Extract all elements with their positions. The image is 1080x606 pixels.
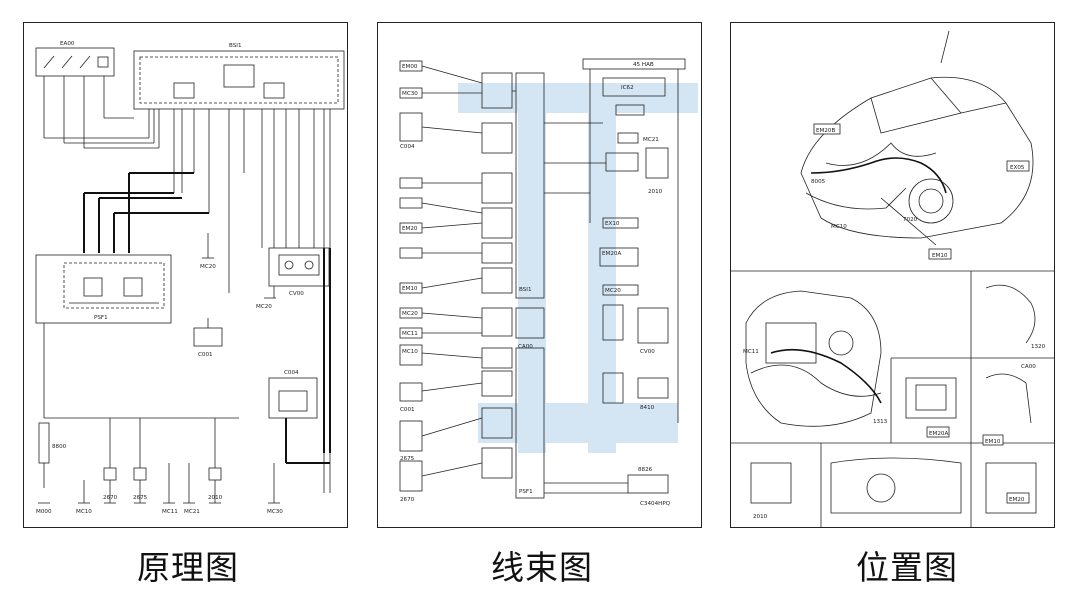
label-mc20-a: MC20 [200,264,216,270]
location-diagram: EM20B EX05 EM10 MC10 8005 7020 MC11 EM10… [731,30,1054,527]
caption-location: 位置图 [856,548,958,587]
harness-diagram: 45 HAB IC62 MC21 2010 BSI1 CV00 CA00 841… [399,58,698,507]
watermark-logo [458,83,698,453]
label-8410: 8410 [640,405,655,411]
label-mc10: MC10 [831,224,847,230]
label-2670: 2670 [103,495,118,501]
label-ea00: EA00 [60,41,75,47]
label-mc10: MC10 [402,349,418,355]
label-bsi1: BSI1 [229,43,242,49]
label-2670: 2670 [400,497,415,503]
harness-panel: 45 HAB IC62 MC21 2010 BSI1 CV00 CA00 841… [377,22,702,528]
schematic-panel: EA00 BSI1 PSF1 C001 CV00 C004 8800 M000 … [23,22,348,528]
label-mc30: MC30 [402,91,418,97]
label-psf1: PSF1 [519,489,533,495]
label-45hab: 45 HAB [633,62,654,68]
label-mc20-b: MC20 [605,288,621,294]
label-em20a: EM20A [602,251,621,257]
label-8800: 8800 [52,444,67,450]
label-m000: M000 [36,509,52,515]
label-em20: EM20 [402,226,418,232]
label-mc30: MC30 [267,509,283,515]
label-2675: 2675 [133,495,148,501]
label-ca00: CA00 [1021,364,1036,370]
label-1320: 1320 [1031,344,1046,350]
label-ex05: EX05 [1010,165,1025,171]
label-ic62: IC62 [621,85,634,91]
label-mc21: MC21 [184,509,200,515]
label-c001: C001 [400,407,415,413]
label-mc20-b: MC20 [256,304,272,310]
label-c001: C001 [198,352,213,358]
label-em10: EM10 [402,286,418,292]
label-8005: 8005 [811,179,826,185]
label-c004: C004 [400,144,415,150]
label-8826: 8826 [638,467,653,473]
location-panel: EM20B EX05 EM10 MC10 8005 7020 MC11 EM10… [730,22,1055,528]
label-em20b: EM20B [816,128,835,134]
label-ex10: EX10 [605,221,620,227]
label-bsi1: BSI1 [519,287,532,293]
label-cv00: CV00 [640,349,655,355]
label-ca00: CA00 [518,344,533,350]
caption-harness: 线束图 [491,548,593,587]
label-2010: 2010 [753,514,768,520]
label-ref: C3404HPQ [640,501,671,507]
schematic-diagram: EA00 BSI1 PSF1 C001 CV00 C004 8800 M000 … [35,41,345,515]
label-cv00: CV00 [289,291,304,297]
label-2010: 2010 [648,189,663,195]
label-em00: EM00 [402,64,418,70]
label-em10: EM10 [932,253,948,259]
caption-schematic: 原理图 [137,548,239,587]
label-1313: 1313 [873,419,888,425]
label-mc20: MC20 [402,311,418,317]
label-psf1: PSF1 [94,315,108,321]
label-em20: EM20 [1009,497,1025,503]
label-em10-b: EM10 [985,439,1001,445]
label-7020: 7020 [903,217,918,223]
label-mc11: MC11 [743,349,759,355]
label-2010: 2010 [208,495,223,501]
label-em20a: EM20A [929,431,948,437]
label-mc21: MC21 [643,137,659,143]
label-2675: 2675 [400,456,415,462]
label-mc10: MC10 [76,509,92,515]
label-c004: C004 [284,370,299,376]
label-mc11: MC11 [162,509,178,515]
label-mc11: MC11 [402,331,418,337]
